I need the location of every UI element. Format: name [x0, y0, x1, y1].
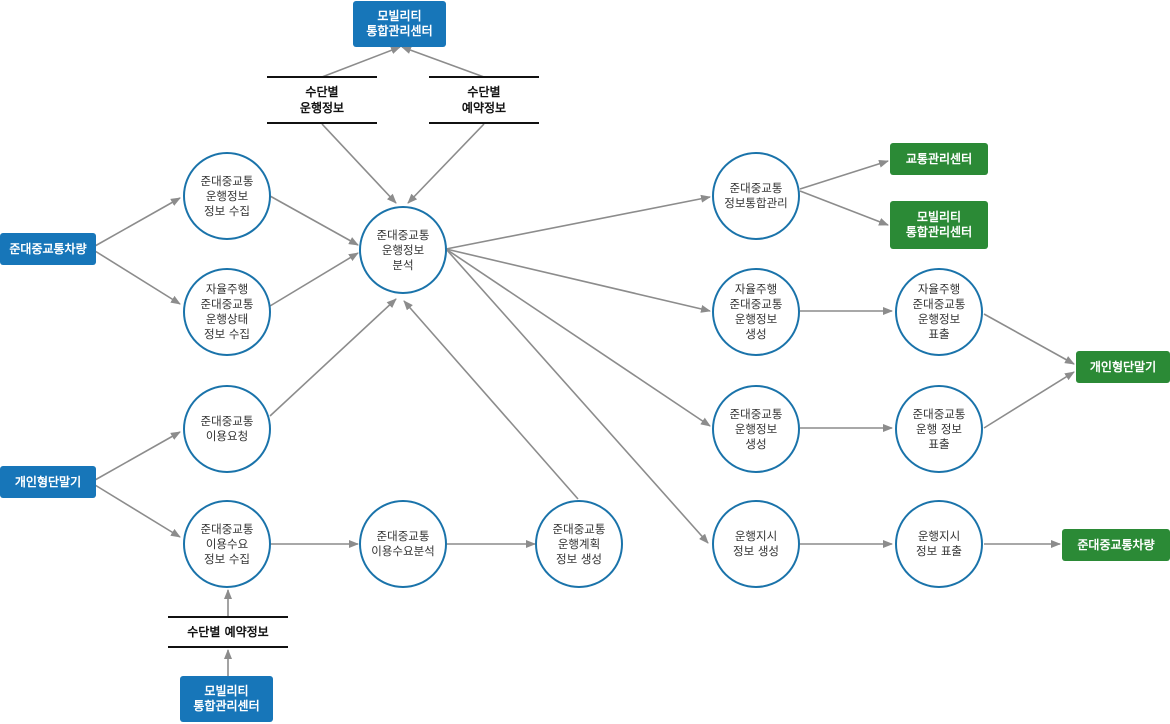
process-dispatch-generate: 운행지시 정보 생성 [712, 500, 800, 588]
external-traffic-center-right: 교통관리센터 [890, 143, 988, 175]
arrow-collect-to-analysis [269, 195, 359, 246]
arrow-integrated-to-traffic-center [799, 159, 889, 190]
external-mobility-center-right: 모빌리티 통합관리센터 [890, 201, 988, 249]
process-autonomous-info-display: 자율주행 준대중교통 운행정보 표출 [895, 268, 983, 356]
process-demand-analysis: 준대중교통 이용수요분석 [359, 500, 447, 588]
external-vehicle-right: 준대중교통차량 [1062, 529, 1170, 561]
process-integrated-management: 준대중교통 정보통합관리 [712, 152, 800, 240]
arrow-store-reservation-to-top-center [401, 46, 485, 78]
arrow-operation-display-to-terminal [983, 371, 1075, 429]
arrow-use-request-to-analysis [269, 298, 397, 417]
external-vehicle-left: 준대중교통차량 [0, 233, 96, 265]
arrow-store-reservation-to-analysis [407, 123, 485, 204]
arrow-vehicle-to-autonomous-collect [94, 250, 181, 305]
arrow-analysis-to-integrated [445, 194, 711, 250]
process-operation-info-generate: 준대중교통 운행정보 생성 [712, 385, 800, 473]
process-operation-plan: 준대중교통 운행계획 정보 생성 [535, 500, 623, 588]
store-mode-reservation-info-bottom: 수단별 예약정보 [168, 616, 288, 648]
arrow-integrated-to-mobility-center [799, 190, 889, 226]
arrow-store-operation-to-top-center [321, 46, 401, 78]
arrow-store-operation-to-analysis [321, 123, 397, 204]
arrow-analysis-to-autonomous-generate [445, 248, 711, 313]
external-terminal-right: 개인형단말기 [1076, 351, 1170, 383]
arrow-autonomous-collect-to-analysis [269, 252, 359, 307]
process-operation-info-display: 준대중교통 운행 정보 표출 [895, 385, 983, 473]
external-top-mobility-center: 모빌리티 통합관리센터 [353, 1, 446, 47]
store-mode-operation-info: 수단별 운행정보 [267, 76, 377, 124]
process-demand-collect: 준대중교통 이용수요 정보 수집 [183, 500, 271, 588]
arrow-vehicle-to-collect [94, 197, 181, 247]
process-dispatch-display: 운행지시 정보 표출 [895, 500, 983, 588]
process-autonomous-status-collect: 자율주행 준대중교통 운행상태 정보 수집 [183, 268, 271, 356]
process-operation-analysis: 준대중교통 운행정보 분석 [359, 206, 447, 294]
arrow-terminal-to-use-request [94, 431, 181, 481]
process-autonomous-info-generate: 자율주행 준대중교통 운행정보 생성 [712, 268, 800, 356]
process-use-request: 준대중교통 이용요청 [183, 385, 271, 473]
external-bottom-mobility-center: 모빌리티 통합관리센터 [180, 676, 273, 722]
arrow-analysis-to-dispatch-generate [445, 248, 709, 544]
arrow-plan-to-analysis [403, 300, 579, 500]
arrow-autonomous-display-to-terminal [983, 313, 1075, 365]
process-operation-info-collect: 준대중교통 운행정보 정보 수집 [183, 152, 271, 240]
store-mode-reservation-info: 수단별 예약정보 [429, 76, 539, 124]
arrow-analysis-to-operation-generate [445, 248, 711, 427]
arrow-terminal-to-demand-collect [94, 484, 181, 538]
external-terminal-left: 개인형단말기 [0, 466, 96, 498]
